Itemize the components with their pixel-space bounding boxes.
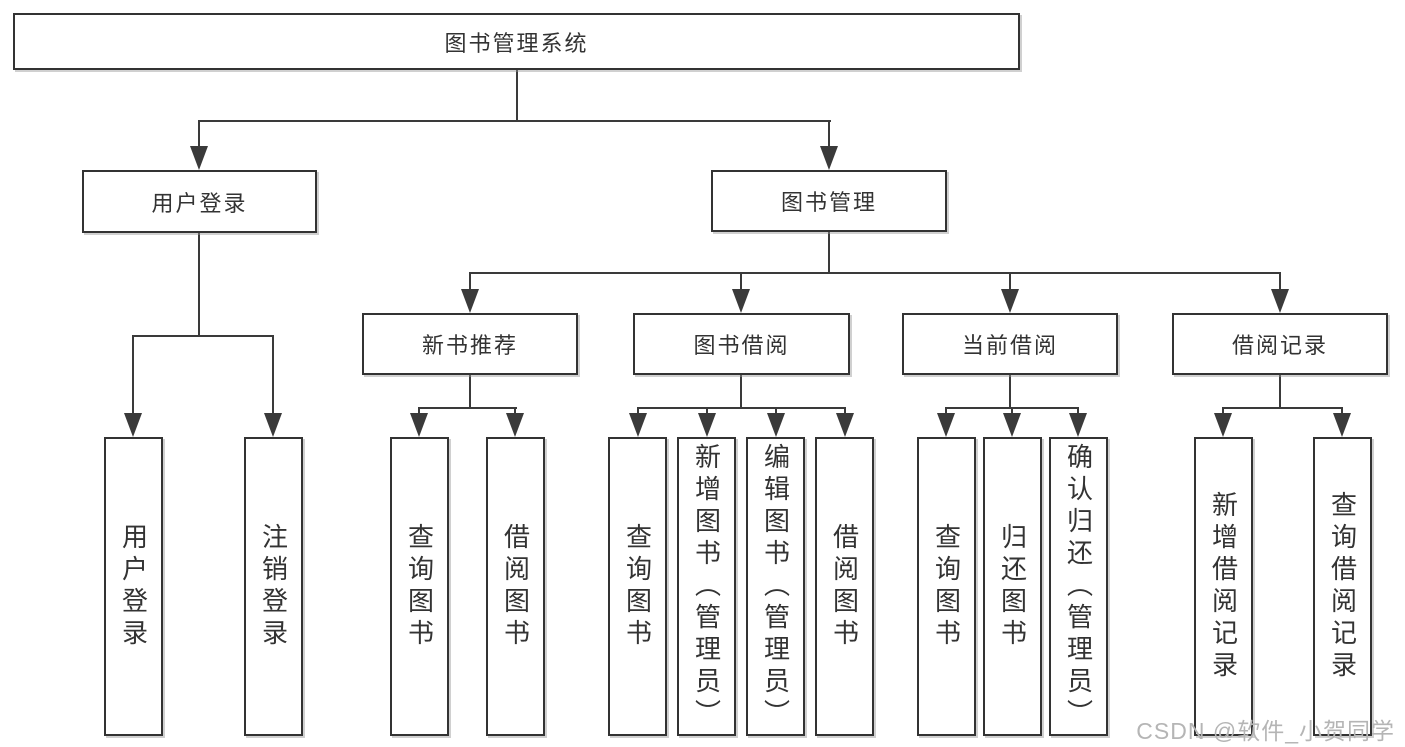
arrowhead-down-icon xyxy=(461,289,479,313)
arrowhead-down-icon xyxy=(1003,413,1021,437)
arrowhead-down-icon xyxy=(732,289,750,313)
leaf-confirm-return-admin: 确认归还（管理员） xyxy=(1049,437,1108,736)
connector-line xyxy=(1279,272,1281,292)
arrowhead-down-icon xyxy=(190,146,208,170)
leaf-query-borrow-record: 查询借阅记录 xyxy=(1313,437,1372,736)
connector-line xyxy=(198,120,200,150)
leaf-user-login: 用户登录 xyxy=(104,437,163,736)
leaf-return-books: 归还图书 xyxy=(983,437,1042,736)
leaf-edit-books-admin: 编辑图书（管理员） xyxy=(746,437,805,736)
node-current-borrowing: 当前借阅 xyxy=(902,313,1118,375)
arrowhead-down-icon xyxy=(629,413,647,437)
arrowhead-down-icon xyxy=(506,413,524,437)
connector-line xyxy=(637,407,639,417)
leaf-query-books-recommend: 查询图书 xyxy=(390,437,449,736)
node-book-management: 图书管理 xyxy=(711,170,947,232)
arrowhead-down-icon xyxy=(767,413,785,437)
connector-line xyxy=(514,407,516,417)
connector-line xyxy=(637,407,846,409)
arrowhead-down-icon xyxy=(1271,289,1289,313)
leaf-query-books-current: 查询图书 xyxy=(917,437,976,736)
node-book-borrowing: 图书借阅 xyxy=(633,313,850,375)
connector-line xyxy=(1009,272,1011,292)
leaf-borrow-books-borrow: 借阅图书 xyxy=(815,437,874,736)
arrowhead-down-icon xyxy=(264,413,282,437)
csdn-watermark: CSDN @软件_小贺同学 xyxy=(1136,718,1395,744)
arrowhead-down-icon xyxy=(1001,289,1019,313)
arrowhead-down-icon xyxy=(410,413,428,437)
connector-line xyxy=(469,272,471,292)
arrowhead-down-icon xyxy=(1333,413,1351,437)
connector-line xyxy=(198,120,831,122)
leaf-query-books-borrow: 查询图书 xyxy=(608,437,667,736)
connector-line xyxy=(1222,407,1224,417)
connector-line xyxy=(469,272,1281,274)
arrowhead-down-icon xyxy=(836,413,854,437)
connector-line xyxy=(1077,407,1079,417)
connector-line xyxy=(198,233,200,337)
leaf-logout-login: 注销登录 xyxy=(244,437,303,736)
arrowhead-down-icon xyxy=(1214,413,1232,437)
node-library-system: 图书管理系统 xyxy=(13,13,1020,70)
connector-line xyxy=(1011,407,1013,417)
connector-line xyxy=(740,375,742,409)
connector-line xyxy=(945,407,947,417)
arrowhead-down-icon xyxy=(698,413,716,437)
arrowhead-down-icon xyxy=(1069,413,1087,437)
connector-line xyxy=(516,70,518,122)
node-new-book-recommendation: 新书推荐 xyxy=(362,313,578,375)
connector-line xyxy=(418,407,420,417)
connector-line xyxy=(1222,407,1343,409)
connector-line xyxy=(132,335,274,337)
leaf-add-books-admin: 新增图书（管理员） xyxy=(677,437,736,736)
arrowhead-down-icon xyxy=(820,146,838,170)
node-borrowing-records: 借阅记录 xyxy=(1172,313,1388,375)
leaf-borrow-books-recommend: 借阅图书 xyxy=(486,437,545,736)
arrowhead-down-icon xyxy=(124,413,142,437)
arrowhead-down-icon xyxy=(937,413,955,437)
connector-line xyxy=(706,407,708,417)
connector-line xyxy=(1009,375,1011,409)
connector-line xyxy=(132,335,134,415)
connector-line xyxy=(775,407,777,417)
connector-line xyxy=(1341,407,1343,417)
leaf-add-borrow-record: 新增借阅记录 xyxy=(1194,437,1253,736)
node-user-login: 用户登录 xyxy=(82,170,317,233)
connector-line xyxy=(418,407,517,409)
connector-line xyxy=(1279,375,1281,409)
connector-line xyxy=(844,407,846,417)
connector-line xyxy=(828,232,830,274)
connector-line xyxy=(740,272,742,292)
connector-line xyxy=(828,120,830,150)
connector-line xyxy=(272,335,274,415)
connector-line xyxy=(469,375,471,409)
